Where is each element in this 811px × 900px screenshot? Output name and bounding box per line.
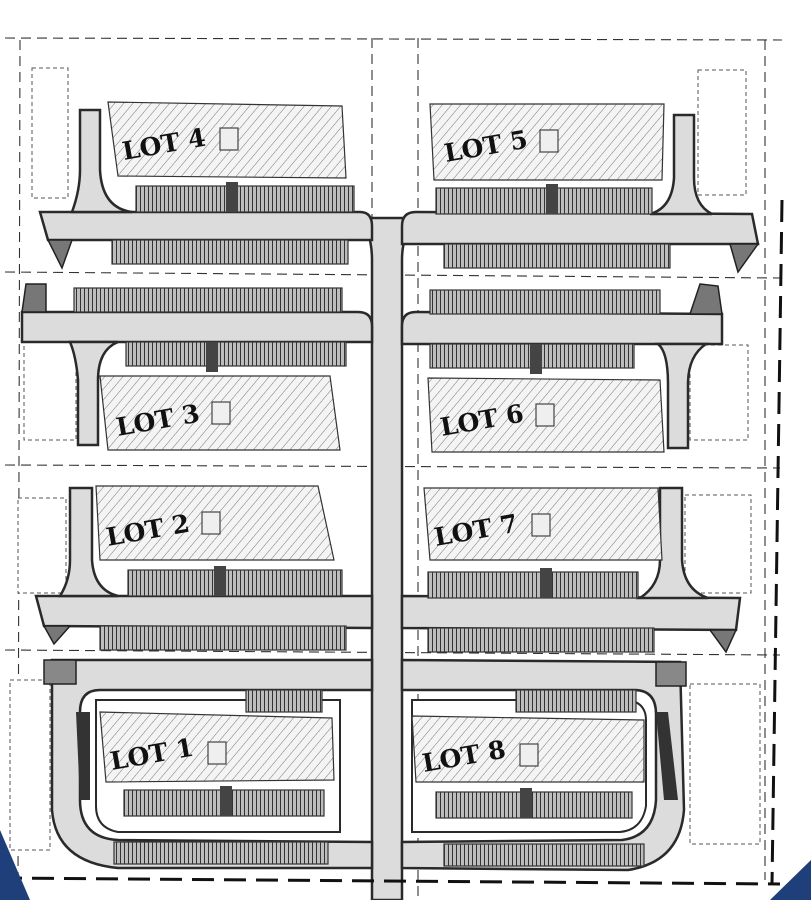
entry-marker-icon — [520, 788, 532, 818]
detention-area-e7 — [684, 494, 752, 594]
bottom-west-loop — [50, 658, 374, 870]
detention-areas — [9, 67, 761, 851]
lot-8[interactable]: LOT 8 — [411, 715, 645, 783]
second-cross-road — [20, 310, 374, 344]
parking-row — [435, 791, 633, 819]
entry-marker-icon — [206, 342, 218, 372]
building-marker-icon — [531, 513, 551, 537]
building-marker-icon — [201, 511, 221, 535]
parking-row — [443, 243, 671, 269]
building-marker-icon — [539, 129, 559, 153]
lot-6[interactable]: LOT 6 — [427, 377, 665, 453]
parking-row — [427, 571, 639, 599]
parking-row — [113, 841, 329, 865]
detention-area-nw — [31, 67, 69, 199]
detention-area-w2 — [17, 497, 67, 594]
entry-marker-icon — [226, 182, 238, 212]
lot-7[interactable]: LOT 7 — [423, 487, 663, 561]
building-marker-icon — [207, 741, 227, 765]
corner-accent-left — [0, 830, 30, 900]
building-marker-icon — [535, 403, 555, 427]
lot-3[interactable]: LOT 3 — [99, 375, 341, 451]
parking-row — [135, 185, 355, 213]
entry-markers — [206, 182, 558, 818]
entry-marker-icon — [540, 568, 552, 598]
parking-row — [73, 287, 343, 313]
parking-row — [443, 843, 645, 867]
parking-row — [429, 289, 661, 315]
building-marker-icon — [211, 401, 231, 425]
detention-area-ne — [697, 69, 747, 196]
detention-area-w1 — [9, 679, 51, 851]
parking-row — [245, 689, 323, 713]
building-marker-icon — [219, 127, 239, 151]
parking-row — [127, 569, 343, 597]
top-cross-road — [38, 210, 374, 242]
site-boundary — [0, 199, 784, 886]
building-marker-icon — [519, 743, 539, 767]
detention-area-e8 — [689, 683, 761, 845]
entry-marker-icon — [530, 344, 542, 374]
detention-area-w3 — [23, 339, 77, 441]
parking-rows — [73, 185, 671, 867]
entry-marker-icon — [214, 566, 226, 596]
parking-row — [515, 689, 637, 713]
parking-row — [125, 341, 347, 367]
parking-row — [111, 239, 349, 265]
entry-marker-icon — [220, 786, 232, 816]
lot-5[interactable]: LOT 5 — [429, 103, 665, 181]
corner-accent-right — [770, 860, 811, 900]
entry-marker-icon — [546, 184, 558, 214]
lot-4[interactable]: LOT 4 — [107, 101, 347, 179]
lot-2[interactable]: LOT 2 — [95, 485, 335, 561]
third-cross-road — [34, 594, 374, 630]
parking-row — [427, 627, 655, 653]
parking-row — [435, 187, 653, 215]
road-end-caps — [21, 239, 760, 800]
parking-row — [99, 625, 347, 651]
detention-area-e6 — [689, 344, 749, 441]
lot-1[interactable]: LOT 1 — [99, 711, 335, 783]
